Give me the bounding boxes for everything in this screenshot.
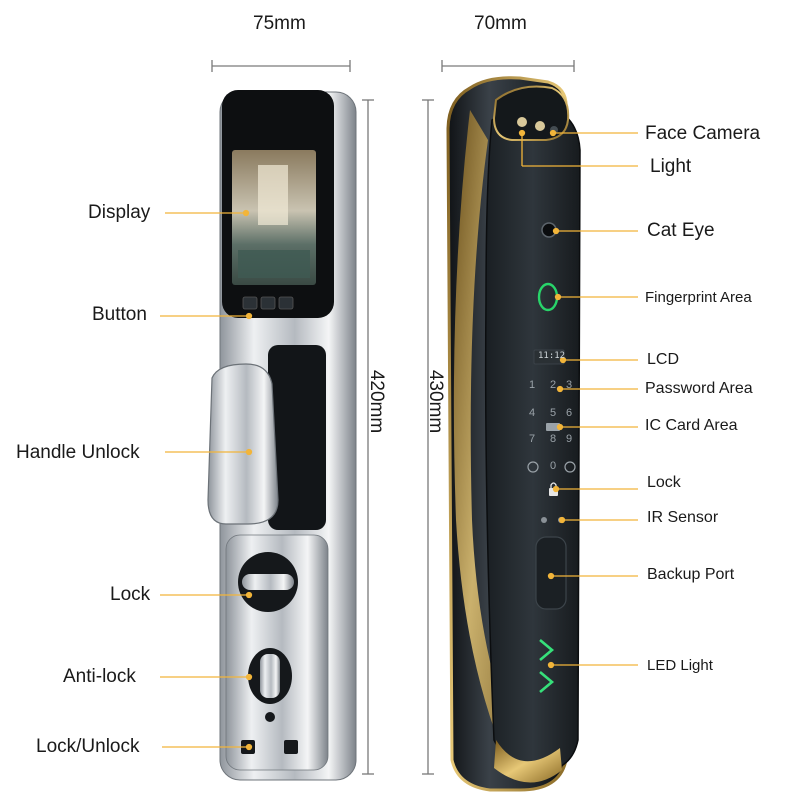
thumb-turn <box>242 574 294 590</box>
callout-handle-unlock: Handle Unlock <box>16 442 140 463</box>
ir-sensor-dot-1 <box>541 517 547 523</box>
dimension-lines <box>211 60 575 775</box>
callout-lock-left: Lock <box>110 584 151 605</box>
callout-password-area: Password Area <box>645 380 753 397</box>
dimension-left-width: 75mm <box>253 13 306 34</box>
keypad-key-3: 3 <box>566 379 573 391</box>
callout-face-camera: Face Camera <box>645 123 761 144</box>
callout-fingerprint-area: Fingerprint Area <box>645 289 752 306</box>
menu-button-3 <box>278 296 294 310</box>
led-light-2 <box>539 671 555 693</box>
keypad-refresh-icon <box>527 461 539 473</box>
callout-leaders <box>160 129 638 751</box>
dimension-right-height: 430mm <box>425 369 447 434</box>
menu-button-1 <box>242 296 258 310</box>
keypad-key-0: 0 <box>550 460 557 472</box>
keypad-key-9: 9 <box>566 433 573 445</box>
callout-light: Light <box>650 156 692 177</box>
callout-display: Display <box>88 202 151 223</box>
callout-lcd: LCD <box>647 351 680 368</box>
callout-button: Button <box>92 304 147 325</box>
keypad-key-2: 2 <box>550 379 557 391</box>
callout-ir-sensor: IR Sensor <box>647 509 719 526</box>
keypad-key-1: 1 <box>529 379 536 391</box>
callout-lock-unlock: Lock/Unlock <box>36 736 140 757</box>
keypad-key-8: 8 <box>550 433 557 445</box>
interior-handle <box>207 363 279 525</box>
keypad-key-4: 4 <box>529 407 536 419</box>
interior-lock-body <box>207 90 357 781</box>
keypad-power-icon <box>564 461 576 473</box>
exterior-lock-body <box>446 76 581 792</box>
callout-led-light: LED Light <box>647 657 713 674</box>
keypad-key-5: 5 <box>550 407 557 419</box>
dimension-right-width: 70mm <box>474 13 527 34</box>
callout-ic-card-area: IC Card Area <box>645 417 738 434</box>
lcd-time: 11:12 <box>538 351 566 361</box>
anti-lock-knob <box>260 654 280 698</box>
menu-button-2 <box>260 296 276 310</box>
keypad-key-6: 6 <box>566 407 573 419</box>
callout-lock-right: Lock <box>647 474 681 491</box>
lock-unlock-button-2 <box>284 740 298 754</box>
dimension-left-height: 420mm <box>366 369 388 434</box>
callout-cat-eye: Cat Eye <box>647 220 715 241</box>
callout-backup-port: Backup Port <box>647 566 735 583</box>
callout-anti-lock: Anti-lock <box>63 666 136 687</box>
keypad-key-7: 7 <box>529 433 536 445</box>
led-light-1 <box>539 639 555 661</box>
